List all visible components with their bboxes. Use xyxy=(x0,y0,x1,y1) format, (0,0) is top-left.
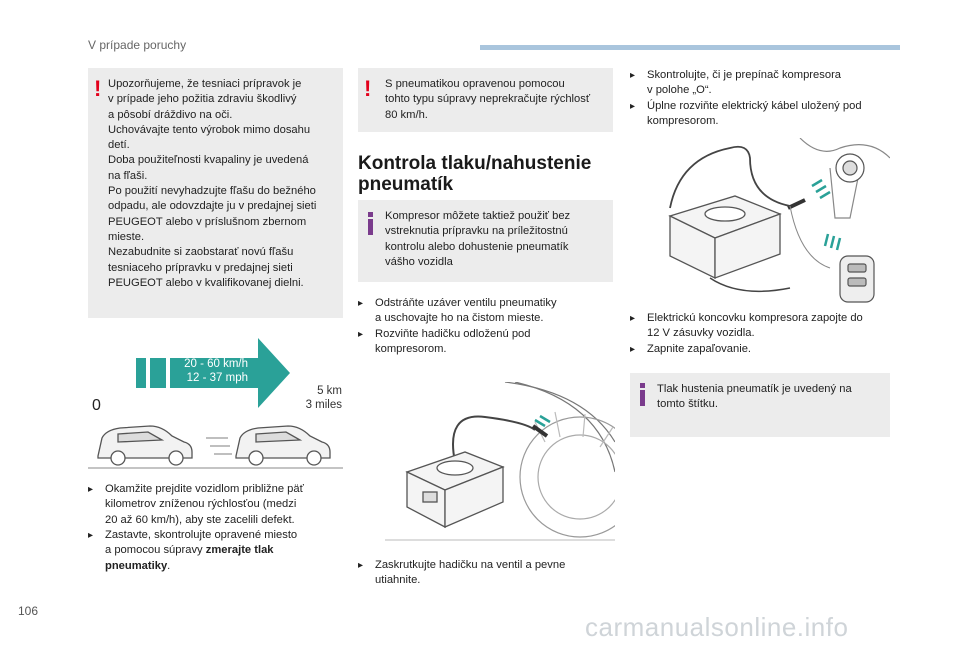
compressor-icon xyxy=(405,451,505,529)
bullet-screw-hose: ▸ Zaskrutkujte hadičku na ventil a pevne u… xyxy=(358,558,618,589)
text-line: Skontrolujte, či je prepínač kompresora xyxy=(647,69,842,81)
text-line: Uchovávajte tento výrobok mimo dosahu xyxy=(108,123,311,136)
text-line: na fľaši. xyxy=(108,169,148,182)
text-line: utiahnite. xyxy=(375,574,421,587)
bullet-glyph: ▸ xyxy=(88,484,94,495)
section-title: V prípade poruchy xyxy=(88,38,187,52)
text-line: odpadu, ale odovzdajte ju v predajnej si… xyxy=(108,200,317,213)
text-line: Po použití nevyhadzujte fľašu do bežného xyxy=(108,185,316,198)
text-line: mieste. xyxy=(108,230,145,243)
text-line: S pneumatikou opravenou pomocou xyxy=(385,78,565,90)
bullet-remove-cap: ▸ Odstráňte uzáver ventilu pneumatiky a us… xyxy=(358,296,618,327)
exclamation-icon: ! xyxy=(94,76,102,101)
bullet-glyph: ▸ xyxy=(630,101,636,112)
text-line: Nezabudnite si zaobstarať novú fľašu xyxy=(108,246,294,259)
speed-bar-1 xyxy=(136,358,146,388)
text-line: 80 km/h. xyxy=(385,108,428,121)
text-line: a uschovajte ho na čistom mieste. xyxy=(375,312,544,325)
bullet-glyph: ▸ xyxy=(358,298,364,309)
text-line: Upozorňujeme, že tesniaci prípravok je xyxy=(108,78,302,90)
text-line: Kompresor môžete taktiež použiť bez xyxy=(385,210,571,222)
watermark: carmanualsonline.info xyxy=(585,612,849,642)
warning-text-sealant: Upozorňujeme, že tesniaci prípravok je v … xyxy=(108,77,340,291)
text-line: PEUGEOT alebo v príslušnom zbernom xyxy=(108,215,307,228)
bullet-glyph: ▸ xyxy=(630,70,636,81)
warning-box-speed: ! S pneumatikou opravenou pomocou tohto t… xyxy=(358,68,613,132)
text-line: Úplne rozviňte elektrický kábel uložený … xyxy=(647,100,862,112)
info-text-compressor: Kompresor môžete taktiež použiť bez vstre… xyxy=(385,209,611,270)
text-line: kilometrov zníženou rýchlosťou (medzi xyxy=(105,498,297,511)
info-icon xyxy=(640,383,645,406)
info-box-compressor: Kompresor môžete taktiež použiť bez vstre… xyxy=(358,200,613,282)
bullet-plug-in: ▸ Elektrickú koncovku kompresora zapojte … xyxy=(630,311,900,342)
car-icon-2 xyxy=(206,425,331,466)
bullet-glyph: ▸ xyxy=(88,530,94,541)
bullet-glyph: ▸ xyxy=(630,313,636,324)
bullet-unroll-cable: ▸ Úplne rozviňte elektrický kábel uložený… xyxy=(630,99,900,130)
speed-range-label: 20 - 60 km/h 12 - 37 mph xyxy=(184,358,248,384)
text-line: tesniaceho prípravku v predajnej sieti xyxy=(108,261,293,274)
page-number: 106 xyxy=(18,604,39,618)
info-icon xyxy=(368,212,373,235)
info-box-tire-pressure: Tlak hustenia pneumatík je uvedený na tom… xyxy=(630,373,890,437)
car-icon-1 xyxy=(97,425,193,466)
text-line: kontrolu alebo dohustenie pneumatík xyxy=(385,240,569,253)
distance-label: 5 km 3 miles xyxy=(305,385,342,411)
info-text-tire-pressure: Tlak hustenia pneumatík je uvedený na tom… xyxy=(657,382,887,413)
bullet-glyph: ▸ xyxy=(630,344,636,355)
text-line: 20 až 60 km/h), aby ste zacelili defekt. xyxy=(105,513,295,526)
exclamation-icon: ! xyxy=(364,76,372,101)
text-line: tomto štítku. xyxy=(657,398,718,411)
text-line: Doba použiteľnosti kvapaliny je uvedená xyxy=(108,154,309,167)
speed-distance-diagram: 0 xyxy=(88,338,343,469)
bullet-unroll-hose: ▸ Rozviňte hadičku odloženú pod kompresoro… xyxy=(358,327,618,358)
text-line: Tlak hustenia pneumatík je uvedený na xyxy=(657,383,852,395)
bullet-glyph: ▸ xyxy=(358,329,364,340)
text-line: Okamžite prejdite vozidlom približne päť xyxy=(105,483,304,495)
text-line: detí. xyxy=(108,139,130,152)
text-line: PEUGEOT alebo v kvalifikovanej dielni. xyxy=(108,276,304,289)
speed-arrow xyxy=(170,338,290,408)
speed-bar-2 xyxy=(150,358,166,388)
text-line: kompresorom. xyxy=(647,115,719,128)
bullet-ignition: ▸ Zapnite zapaľovanie. xyxy=(630,342,900,357)
bullet-check-switch: ▸ Skontrolujte, či je prepínač kompresora… xyxy=(630,68,900,99)
text-line: v prípade jeho požitia zdraviu škodlivý xyxy=(108,93,297,106)
compressor-icon xyxy=(668,195,782,280)
text-line: Zaskrutkujte hadičku na ventil a pevne xyxy=(375,559,566,571)
text-line: vášho vozidla xyxy=(385,255,453,268)
start-label: 0 xyxy=(92,397,101,414)
text-line: Rozviňte hadičku odloženú pod xyxy=(375,328,531,340)
compressor-tire-illustration xyxy=(385,382,615,541)
bullet-glyph: ▸ xyxy=(358,560,364,571)
text-line: Odstráňte uzáver ventilu pneumatiky xyxy=(375,297,557,309)
warning-box-sealant: ! Upozorňujeme, že tesniaci prípravok je… xyxy=(88,68,343,318)
text-line: a pôsobí dráždivo na oči. xyxy=(108,108,233,121)
text-line: tohto typu súpravy neprekračujte rýchlos… xyxy=(385,93,591,106)
car-key-icon xyxy=(839,255,875,303)
text-line: Zapnite zapaľovanie. xyxy=(647,343,752,355)
text-line: 12 V zásuvky vozidla. xyxy=(647,327,755,340)
text-line: vstreknutia prípravku na príležitostnú xyxy=(385,225,568,238)
compressor-socket-illustration xyxy=(668,138,890,303)
bullet-drive-slow: ▸ Okamžite prejdite vozidlom približne pä… xyxy=(88,482,348,528)
warning-text-speed: S pneumatikou opravenou pomocou tohto typ… xyxy=(385,77,611,123)
header-accent-bar xyxy=(480,45,900,50)
text-line: v polohe „O“. xyxy=(647,84,712,97)
text-line: kompresorom. xyxy=(375,343,447,356)
section-heading: Kontrola tlaku/nahustenie pneumatík xyxy=(358,153,592,195)
text-line: Elektrickú koncovku kompresora zapojte d… xyxy=(647,312,863,324)
